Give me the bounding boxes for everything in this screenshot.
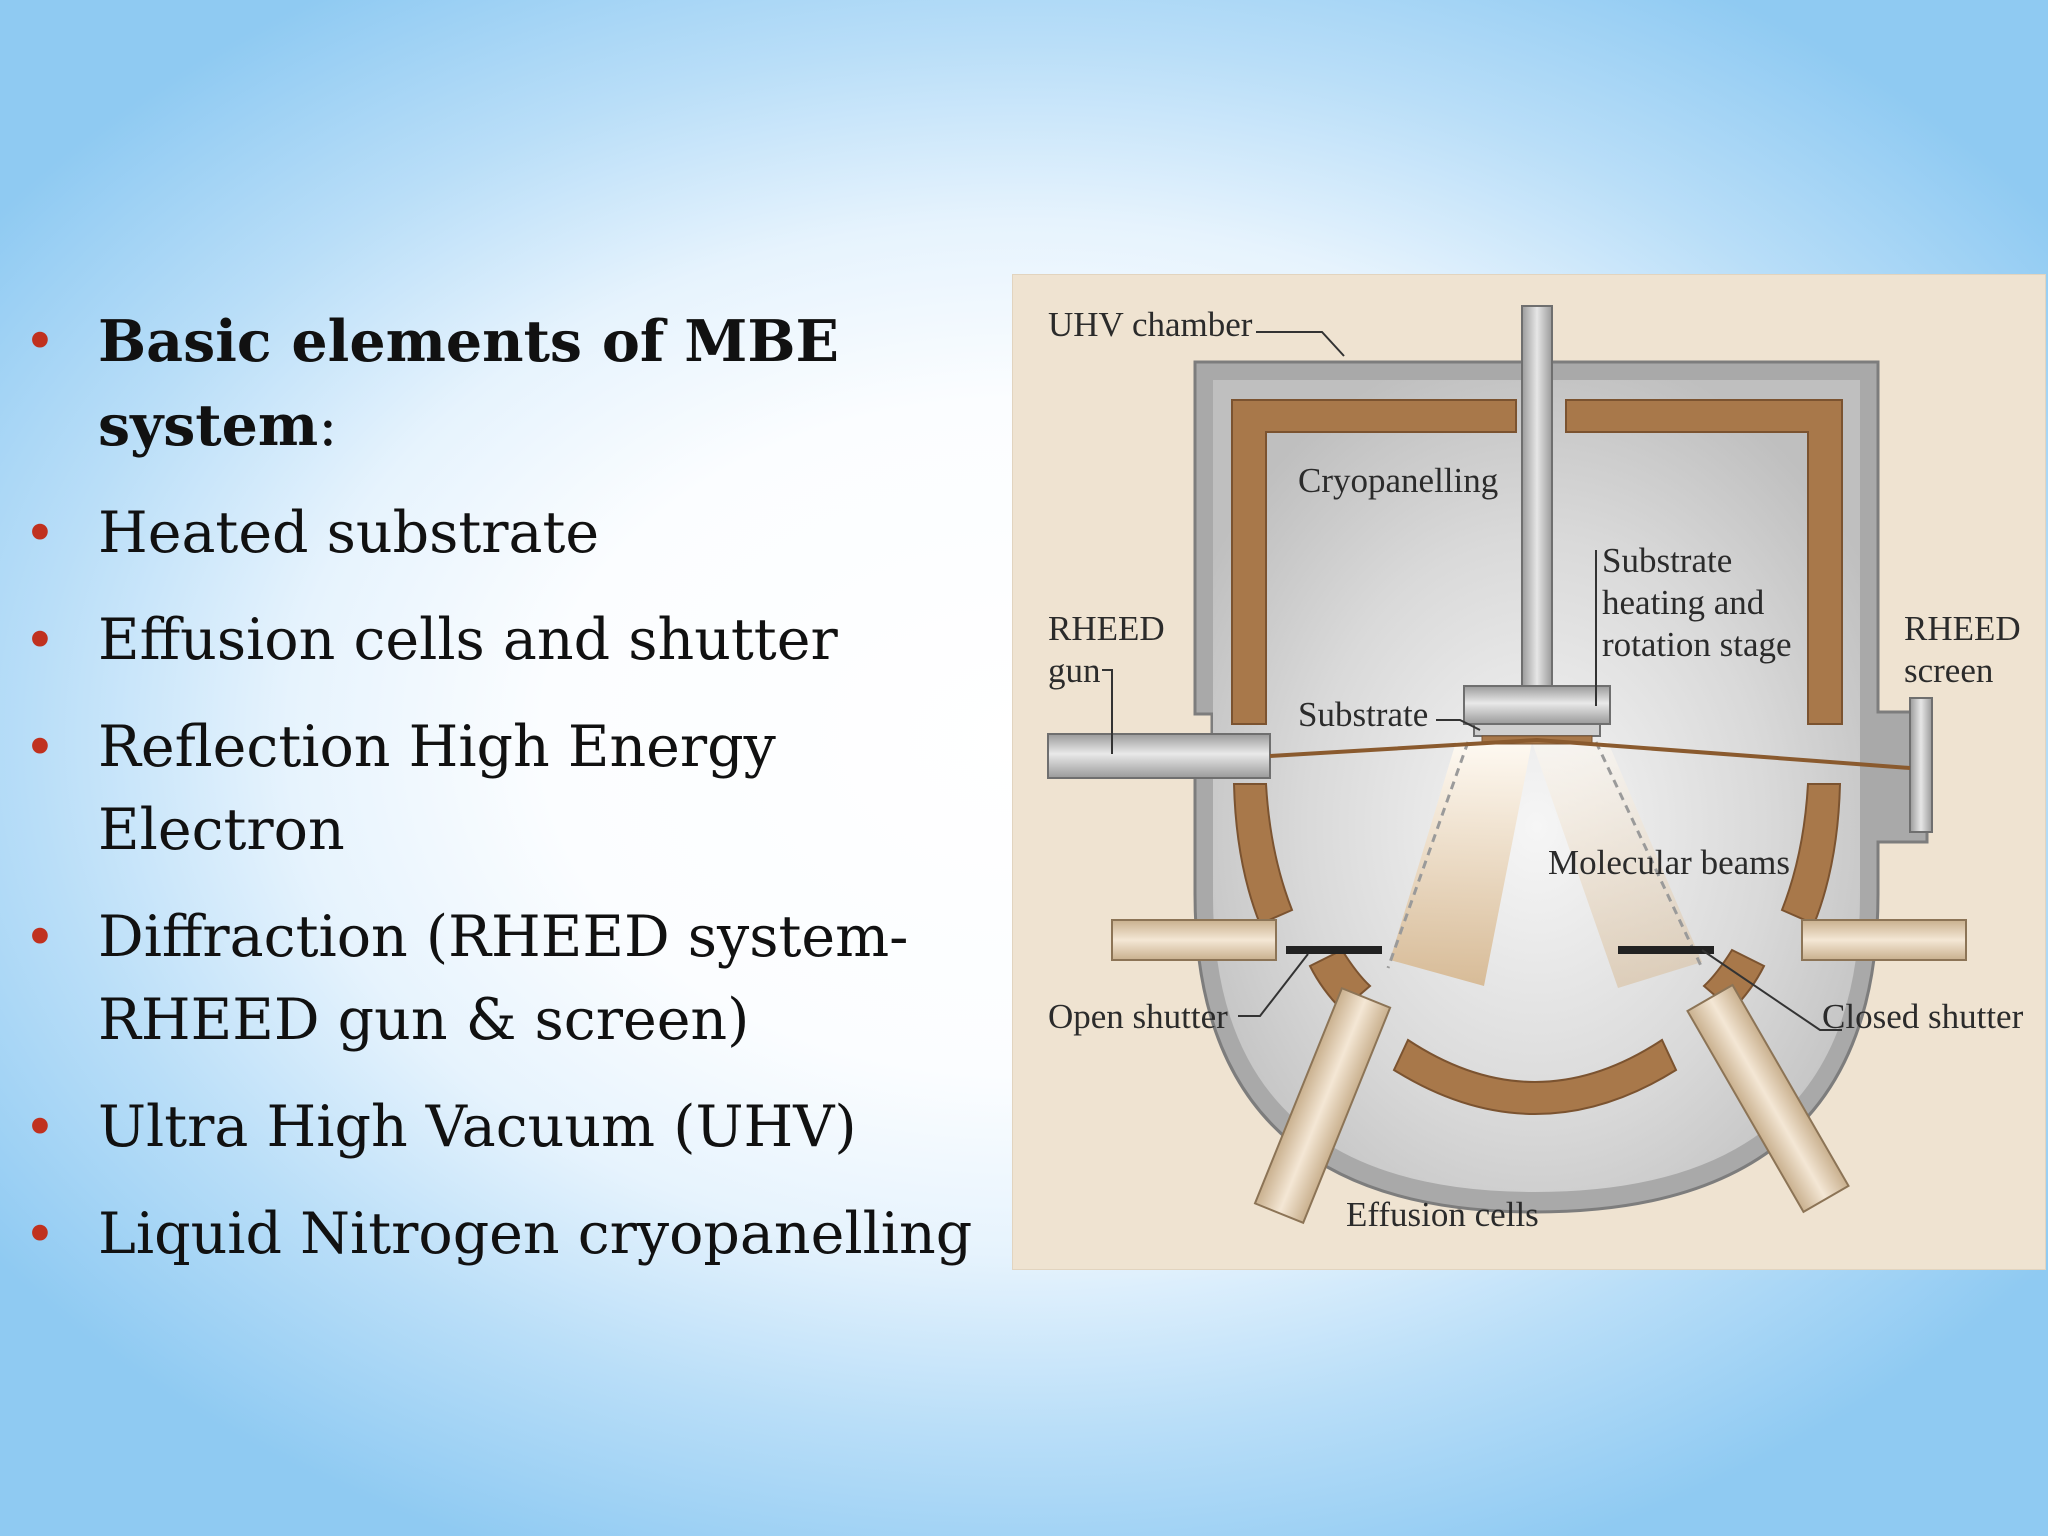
rheed-screen — [1909, 697, 1933, 833]
leader-substrate — [1436, 719, 1481, 731]
effusion-cell-left-horizontal — [1111, 919, 1277, 961]
effusion-cell-right-angled — [1686, 983, 1850, 1214]
label-open-shutter: Open shutter — [1048, 997, 1228, 1036]
label-substrate-stage-line2: heating and — [1602, 583, 1765, 622]
label-uhv-chamber: UHV chamber — [1048, 305, 1253, 344]
leader-rheed-gun — [1102, 669, 1113, 754]
bullet-dot-icon: • — [24, 502, 56, 565]
cryopanel-top-left — [1231, 399, 1517, 725]
bullet-dot-icon: • — [24, 1096, 56, 1159]
rheed-gun — [1047, 733, 1271, 779]
bullet-list: • Basic elements of MBE system: • Heated… — [0, 300, 1010, 1300]
bullet-text: Diffraction (RHEED system-RHEED gun & sc… — [98, 904, 909, 1053]
electron-beam-path — [1269, 737, 1911, 770]
bullet-item-heated-substrate: • Heated substrate — [0, 492, 1010, 575]
label-cryopanelling: Cryopanelling — [1298, 461, 1498, 500]
bullet-item-diffraction: • Diffraction (RHEED system-RHEED gun & … — [0, 896, 1010, 1062]
bullet-item-effusion-cells: • Effusion cells and shutter — [0, 599, 1010, 682]
bullet-item-uhv: • Ultra High Vacuum (UHV) — [0, 1086, 1010, 1169]
bullet-heading-text: Basic elements of MBE system — [98, 308, 839, 459]
beam-edge-left — [1386, 741, 1470, 969]
bullet-item-basic-elements: • Basic elements of MBE system: — [0, 300, 1010, 468]
label-rheed-gun-line2: gun — [1048, 651, 1101, 690]
open-shutter — [1286, 946, 1382, 954]
molecular-beam-right — [1532, 742, 1702, 988]
label-effusion-cells: Effusion cells — [1346, 1195, 1539, 1234]
bullet-text: Heated substrate — [98, 500, 600, 566]
cryopanel-bottom — [1392, 1038, 1678, 1115]
leader-closed-shutter — [1701, 949, 1842, 1031]
bullet-dot-icon: • — [24, 609, 56, 672]
leader-open-shutter — [1238, 953, 1309, 1017]
bullet-dot-icon: • — [24, 1203, 56, 1266]
substrate-holder — [1473, 723, 1601, 737]
cryopanel-top-right — [1565, 399, 1843, 725]
bullet-text: Ultra High Vacuum (UHV) — [98, 1094, 857, 1160]
uhv-chamber-interior — [1213, 380, 1860, 1192]
leader-uhv-chamber — [1256, 331, 1345, 357]
bullet-dot-icon: • — [24, 310, 56, 373]
label-closed-shutter: Closed shutter — [1822, 997, 2024, 1036]
bullet-heading-suffix: : — [318, 393, 338, 459]
label-substrate-stage-line1: Substrate — [1602, 541, 1732, 580]
substrate-stage — [1463, 685, 1611, 725]
mbe-system-diagram: UHV chamber Cryopanelling Substrate heat… — [1012, 274, 2046, 1270]
bullet-dot-icon: • — [24, 716, 56, 779]
molecular-beam-left — [1390, 742, 1532, 986]
bullet-text: Liquid Nitrogen cryopanelling — [98, 1201, 973, 1267]
label-rheed-gun-line1: RHEED — [1048, 609, 1165, 648]
label-rheed-screen-line1: RHEED — [1904, 609, 2021, 648]
bullet-text: Effusion cells and shutter — [98, 607, 838, 673]
label-rheed-screen-line2: screen — [1904, 651, 1993, 690]
label-substrate-stage-line3: rotation stage — [1602, 625, 1792, 664]
mbe-diagram-svg: UHV chamber Cryopanelling Substrate heat… — [1012, 274, 2046, 1270]
label-substrate: Substrate — [1298, 695, 1428, 734]
cryopanel-lower-left — [1232, 783, 1294, 926]
bullet-item-reflection: • Reflection High Energy Electron — [0, 706, 1010, 872]
bullet-item-cryopanelling: • Liquid Nitrogen cryopanelling — [0, 1193, 1010, 1276]
bullet-dot-icon: • — [24, 906, 56, 969]
effusion-cell-left-angled — [1253, 986, 1392, 1225]
effusion-cell-right-horizontal — [1801, 919, 1967, 961]
manipulator-rod — [1521, 305, 1553, 735]
closed-shutter — [1618, 946, 1714, 954]
bullet-text: Reflection High Energy Electron — [98, 714, 776, 863]
label-molecular-beams: Molecular beams — [1548, 843, 1790, 882]
